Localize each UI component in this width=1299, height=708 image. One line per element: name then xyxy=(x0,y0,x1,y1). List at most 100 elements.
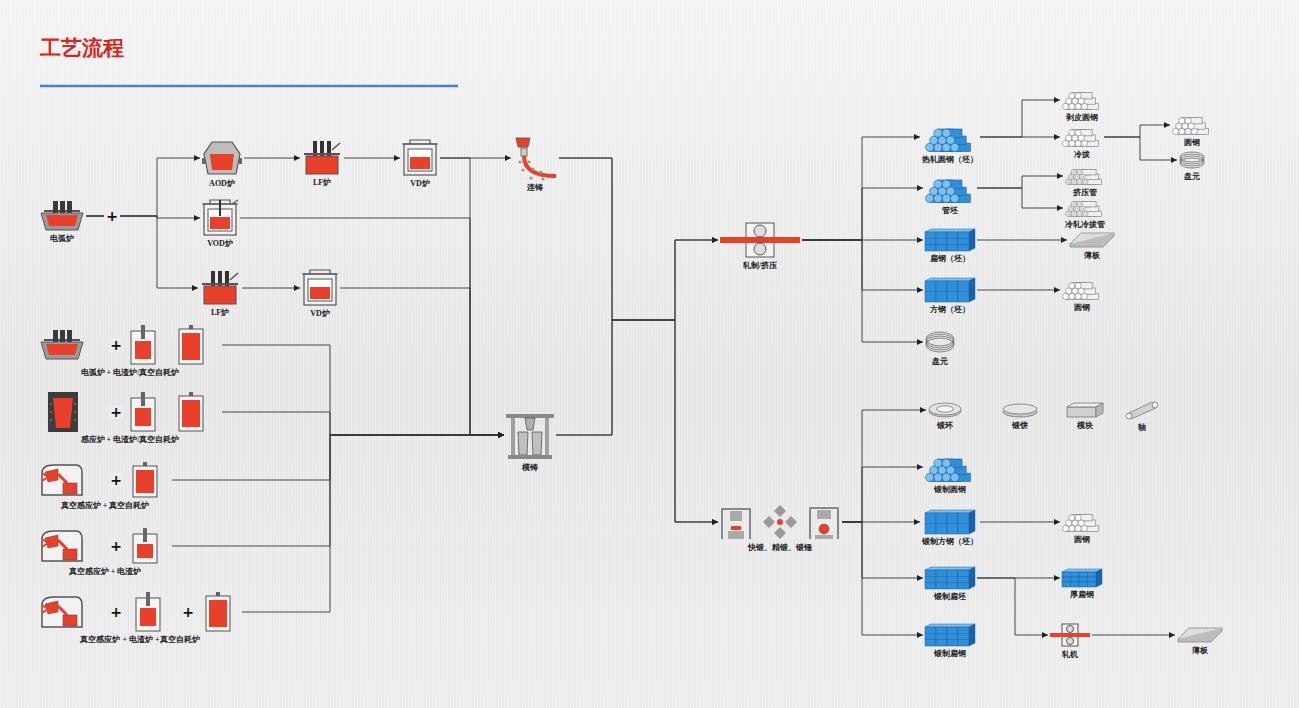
process-node: AOD炉 xyxy=(202,140,242,188)
icon-part xyxy=(934,180,942,188)
process-node: 圆钢 xyxy=(1062,512,1102,544)
icon-part xyxy=(936,513,947,524)
icon-part xyxy=(958,513,969,524)
equipment-icon xyxy=(513,136,557,180)
icon-part xyxy=(1079,572,1088,577)
icon-group xyxy=(179,392,203,431)
process-node: 真空感应炉 + 真空自耗炉 xyxy=(40,462,170,510)
node-label: 热轧圆钢（坯） xyxy=(922,155,978,164)
icon-part xyxy=(925,232,936,238)
icon-part xyxy=(302,270,338,274)
icon-group xyxy=(1063,283,1099,300)
icon-part xyxy=(135,408,151,426)
node-label: 感应炉 + 电渣炉/真空自耗炉 xyxy=(81,435,180,444)
icon-group xyxy=(1066,169,1102,184)
node-label: 圆钢 xyxy=(1074,535,1090,544)
icon-part xyxy=(1078,203,1081,206)
equipment-icon xyxy=(1066,402,1104,418)
icon-part xyxy=(135,341,151,359)
process-node: 轧机 xyxy=(1050,623,1090,659)
flow-connector xyxy=(172,435,504,546)
equipment-icon xyxy=(402,140,438,176)
icon-part xyxy=(1081,208,1084,211)
icon-part xyxy=(958,576,969,582)
icon-part xyxy=(942,129,950,137)
process-node: 薄板 xyxy=(1069,232,1115,260)
icon-part xyxy=(936,281,947,292)
node-label: 轧机 xyxy=(1062,650,1078,659)
equipment-icon xyxy=(40,392,220,432)
icon-part xyxy=(942,459,950,467)
icon-part xyxy=(936,232,947,238)
icon-part xyxy=(942,180,950,188)
icon-part xyxy=(763,516,775,528)
icon-group xyxy=(402,140,438,175)
process-node: 锻制扁坯 xyxy=(925,567,975,601)
icon-part xyxy=(1062,577,1071,582)
icon-part xyxy=(1071,169,1077,175)
icon-part xyxy=(63,549,77,560)
node-label: 快锻、精锻、锻锤 xyxy=(748,543,812,552)
equipment-icon xyxy=(1069,232,1115,248)
flow-connector xyxy=(172,435,504,480)
icon-part xyxy=(947,524,958,535)
icon-group xyxy=(131,392,155,431)
icon-part xyxy=(958,627,969,633)
icon-part xyxy=(936,524,947,535)
icon-part xyxy=(728,531,744,539)
icon-part xyxy=(1079,582,1088,587)
node-label: LF炉 xyxy=(313,178,331,187)
icon-part xyxy=(936,238,947,244)
icon-part xyxy=(508,455,552,459)
icon-part xyxy=(332,143,340,150)
icon-part xyxy=(925,510,975,513)
icon-part xyxy=(404,144,436,175)
icon-group xyxy=(925,278,975,302)
node-label: 管坯 xyxy=(942,206,958,215)
page-title: 工艺流程 xyxy=(40,34,124,62)
flow-connector xyxy=(802,240,923,342)
icon-part xyxy=(525,418,535,430)
equipment-icon xyxy=(1177,627,1223,643)
icon-part xyxy=(408,149,432,171)
flow-connector xyxy=(977,240,1067,241)
node-label: AOD炉 xyxy=(209,179,235,188)
icon-part xyxy=(958,583,969,589)
equipment-icon xyxy=(925,567,975,589)
flow-connector xyxy=(222,345,504,435)
icon-part xyxy=(204,286,236,304)
icon-part xyxy=(1069,93,1075,99)
icon-group xyxy=(202,200,238,235)
icon-part xyxy=(1088,572,1097,577)
icon-part xyxy=(42,473,48,481)
icon-group xyxy=(302,270,338,305)
process-node: 锻制扁钢 xyxy=(925,624,975,658)
icon-part xyxy=(410,157,430,169)
icon-part xyxy=(42,597,82,627)
icon-part xyxy=(720,237,800,243)
icon-part xyxy=(1069,283,1075,289)
icon-part xyxy=(969,229,975,251)
icon-part xyxy=(304,274,336,305)
process-node: 真空感应炉 + 电渣炉 xyxy=(40,528,170,576)
icon-part xyxy=(1071,582,1080,587)
equipment-icon xyxy=(302,270,338,306)
icon-part xyxy=(936,583,947,589)
equipment-icon xyxy=(1179,151,1205,169)
flow-connector xyxy=(802,240,923,290)
icon-part xyxy=(518,160,521,163)
equipment-icon xyxy=(1065,167,1105,185)
icon-part xyxy=(925,633,936,639)
icon-part xyxy=(925,583,936,589)
icon-part xyxy=(1152,402,1158,408)
icon-part xyxy=(947,513,958,524)
icon-group xyxy=(1003,404,1037,417)
flow-connector xyxy=(222,412,504,435)
icon-group xyxy=(1050,624,1090,646)
plus-sign: + xyxy=(108,605,124,619)
icon-part xyxy=(143,528,147,542)
icon-part xyxy=(722,509,750,539)
icon-part xyxy=(817,510,831,519)
icon-part xyxy=(947,238,958,244)
icon-part xyxy=(947,640,958,646)
